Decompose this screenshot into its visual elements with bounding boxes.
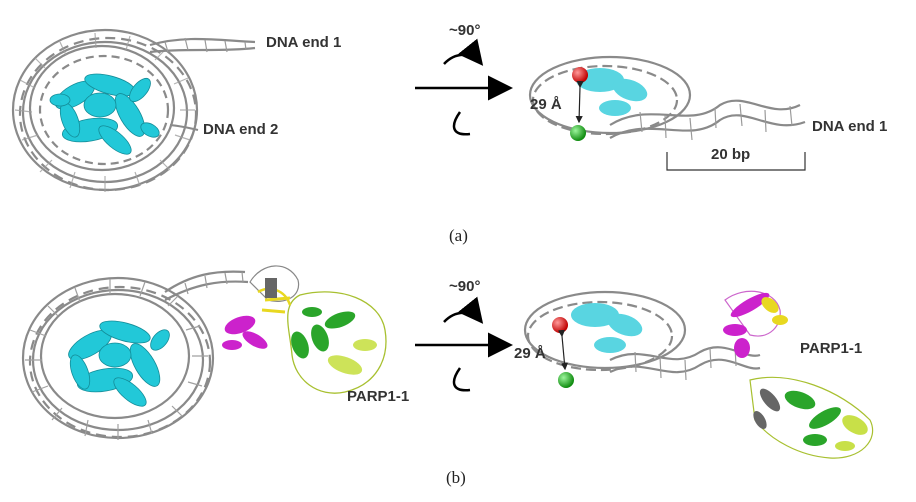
label-dna-end-2: DNA end 2	[203, 121, 279, 138]
parp1-b-left	[222, 265, 387, 394]
nucleosome-a-left	[11, 28, 256, 192]
red-marker	[572, 67, 588, 83]
red-marker-b	[552, 317, 568, 333]
label-dna-end-1: DNA end 1	[266, 34, 342, 51]
nucleosome-b-right	[523, 290, 761, 388]
scale-bar-label: 20 bp	[711, 146, 751, 163]
nucleosome-b-left	[21, 270, 249, 440]
distance-arrow-b	[557, 329, 569, 371]
rotation-label-b: ~90°	[449, 278, 481, 295]
rotation-arrow-a	[415, 38, 513, 136]
distance-arrow-a	[575, 80, 584, 124]
label-dna-end-1-rotated: DNA end 1	[812, 118, 888, 135]
nucleosome-a-right	[528, 55, 806, 141]
rotation-label-a: ~90°	[449, 22, 481, 39]
label-parp-left: PARP1-1	[347, 388, 410, 405]
label-parp-right: PARP1-1	[800, 340, 863, 357]
caption-a: (a)	[449, 226, 468, 245]
scale-bar-20bp	[666, 152, 806, 171]
green-marker-b	[558, 372, 574, 388]
distance-label-a: 29 Å	[530, 96, 562, 113]
rotation-arrow-b	[415, 296, 513, 392]
caption-b: (b)	[446, 468, 466, 487]
parp1-b-right	[723, 290, 874, 459]
distance-label-b: 29 Å	[514, 345, 546, 362]
green-marker	[570, 125, 586, 141]
